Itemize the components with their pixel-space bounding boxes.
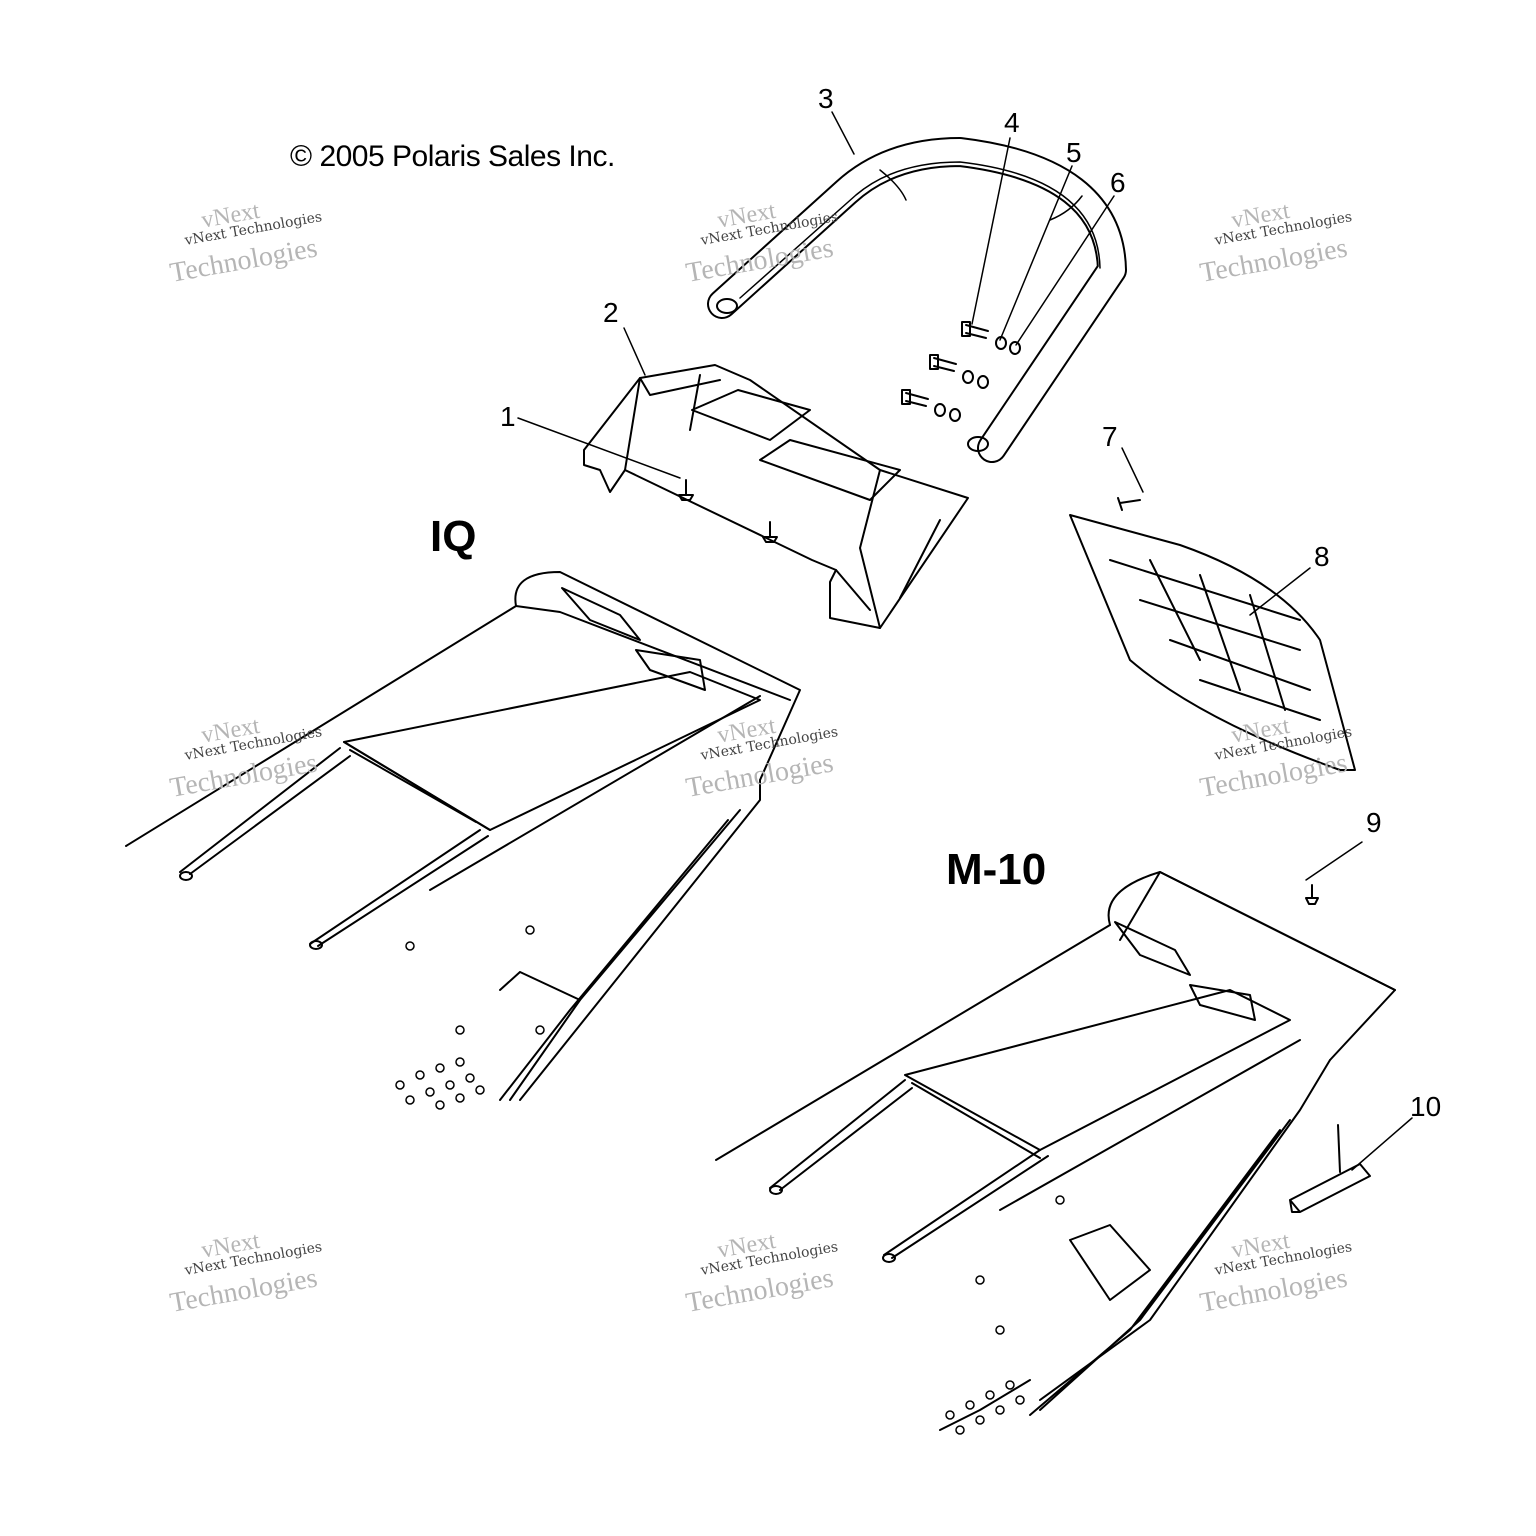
trim-strip-10 xyxy=(1289,1124,1371,1213)
callout-6: 6 xyxy=(1110,167,1126,198)
rivet-9 xyxy=(1305,884,1319,905)
copyright-notice: © 2005 Polaris Sales Inc. xyxy=(290,140,615,173)
model-label-iq: IQ xyxy=(430,512,477,561)
callout-1: 1 xyxy=(500,401,516,432)
callout-2: 2 xyxy=(603,297,619,328)
push-rivets xyxy=(678,479,778,543)
model-label-m10: M-10 xyxy=(946,845,1047,894)
rear-bumper xyxy=(583,364,969,629)
tunnel-iq xyxy=(125,571,801,1110)
callout-7: 7 xyxy=(1102,421,1118,452)
snow-flap xyxy=(1069,497,1356,771)
grab-bar xyxy=(707,137,1127,463)
tunnel-m10 xyxy=(715,871,1396,1435)
callout-3: 3 xyxy=(818,83,834,114)
callout-8: 8 xyxy=(1314,541,1330,572)
callout-5: 5 xyxy=(1066,137,1082,168)
callout-10: 10 xyxy=(1410,1091,1441,1122)
bolt-set xyxy=(901,321,1021,422)
callout-4: 4 xyxy=(1004,107,1020,138)
leader-lines xyxy=(517,111,1413,1171)
callout-9: 9 xyxy=(1366,807,1382,838)
